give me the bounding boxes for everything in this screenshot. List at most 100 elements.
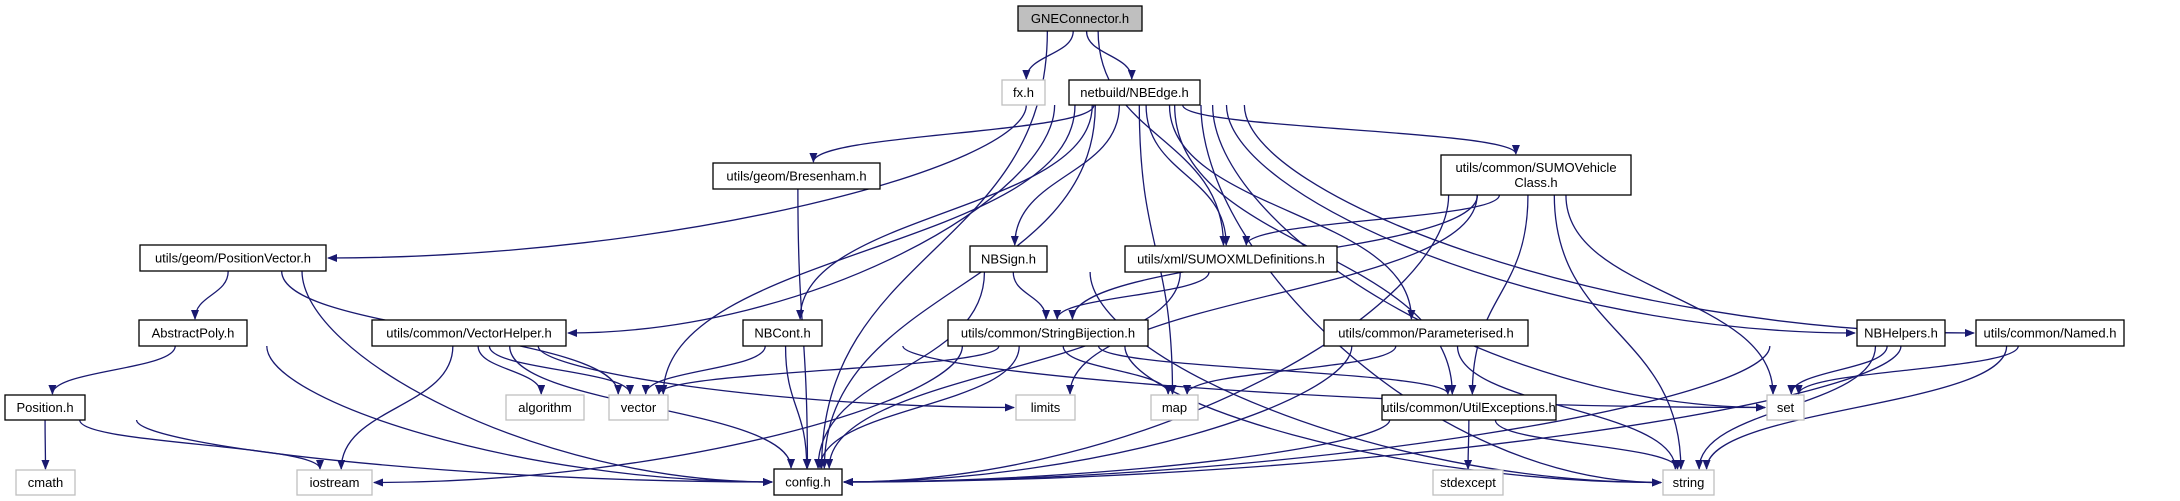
edge-Position-to-iostream bbox=[79, 419, 324, 470]
edge-AbstractPoly-to-Position bbox=[48, 345, 176, 395]
edge-NBSign-to-StringBijection bbox=[1012, 271, 1051, 320]
edge-NBEdge-to-SUMOVehicleClass bbox=[1182, 104, 1520, 155]
node-box bbox=[712, 162, 881, 190]
edge-StringBijection-to-string bbox=[1124, 345, 1662, 487]
node-AbstractPoly[interactable]: AbstractPoly.h bbox=[138, 319, 248, 347]
node-GNEConnector[interactable]: GNEConnector.h bbox=[1017, 5, 1143, 32]
edge-Named-to-string bbox=[1702, 345, 2008, 470]
node-label: vector bbox=[621, 400, 657, 415]
node-NBSign[interactable]: NBSign.h bbox=[969, 245, 1048, 273]
node-box bbox=[1017, 5, 1143, 32]
node-box bbox=[1432, 469, 1504, 496]
node-label: string bbox=[1673, 475, 1705, 490]
edge-UtilExceptions-to-string bbox=[1494, 419, 1682, 470]
node-stdexcept: stdexcept bbox=[1432, 469, 1504, 496]
node-label: NBHelpers.h bbox=[1864, 326, 1938, 341]
node-label: Class.h bbox=[1514, 175, 1557, 190]
node-UtilExceptions[interactable]: utils/common/UtilExceptions.h bbox=[1381, 394, 1557, 421]
node-box bbox=[371, 319, 567, 347]
node-label: config.h bbox=[785, 475, 831, 490]
node-config[interactable]: config.h bbox=[773, 468, 843, 496]
edge-VectorHelper-to-algorithm bbox=[477, 345, 546, 395]
edge-GNEConnector-to-config bbox=[817, 30, 1049, 469]
edge-UtilExceptions-to-stdexcept bbox=[1464, 419, 1473, 470]
node-Bresenham[interactable]: utils/geom/Bresenham.h bbox=[712, 162, 881, 190]
node-box bbox=[1440, 154, 1632, 196]
edge-NBCont-to-config bbox=[784, 345, 811, 469]
edge-AbstractPoly-to-config bbox=[266, 345, 773, 486]
node-box bbox=[773, 468, 843, 496]
node-box bbox=[138, 319, 248, 347]
node-set: set bbox=[1766, 394, 1805, 421]
node-box bbox=[1381, 394, 1557, 421]
edge-SUMOVehicleClass-to-UtilExceptions bbox=[1468, 194, 1529, 395]
node-algorithm: algorithm bbox=[505, 394, 585, 421]
node-box bbox=[4, 394, 86, 421]
node-limits: limits bbox=[1015, 394, 1076, 421]
node-NBCont[interactable]: NBCont.h bbox=[742, 319, 823, 347]
node-VectorHelper[interactable]: utils/common/VectorHelper.h bbox=[371, 319, 567, 347]
node-Position[interactable]: Position.h bbox=[4, 394, 86, 421]
node-box bbox=[139, 244, 327, 272]
node-Parameterised[interactable]: utils/common/Parameterised.h bbox=[1323, 319, 1529, 347]
node-Named[interactable]: utils/common/Named.h bbox=[1975, 319, 2125, 347]
node-label: fx.h bbox=[1013, 85, 1034, 100]
edge-SUMOVehicleClass-to-SUMOXMLDefinitions bbox=[1242, 194, 1501, 246]
node-box bbox=[1856, 319, 1946, 347]
node-box bbox=[296, 469, 373, 496]
edge-NBEdge-to-set bbox=[1211, 104, 1766, 412]
edge-PositionVector-to-config bbox=[301, 270, 773, 486]
node-label: stdexcept bbox=[1440, 475, 1496, 490]
edge-NBEdge-to-SUMOXMLDefinitions bbox=[1145, 104, 1231, 246]
edge-NBSign-to-config bbox=[814, 271, 986, 469]
node-SUMOXMLDefinitions[interactable]: utils/xml/SUMOXMLDefinitions.h bbox=[1124, 245, 1338, 273]
node-fx: fx.h bbox=[1001, 79, 1046, 106]
edge-GNEConnector-to-SUMOXMLDefinitions bbox=[1097, 30, 1228, 246]
node-box bbox=[1662, 469, 1715, 496]
edge-NBCont-to-set bbox=[902, 345, 1766, 412]
edge-NBEdge-to-vector bbox=[659, 104, 1076, 395]
node-label: AbstractPoly.h bbox=[152, 326, 235, 341]
node-NBEdge[interactable]: netbuild/NBEdge.h bbox=[1068, 79, 1201, 106]
edge-GNEConnector-to-NBEdge bbox=[1085, 30, 1136, 80]
node-box bbox=[1975, 319, 2125, 347]
edge-SUMOVehicleClass-to-set bbox=[1565, 194, 1778, 395]
edge-VectorHelper-to-limits bbox=[537, 345, 1015, 412]
node-box bbox=[969, 245, 1048, 273]
edge-NBEdge-to-NBHelpers bbox=[1225, 104, 1856, 337]
node-PositionVector[interactable]: utils/geom/PositionVector.h bbox=[139, 244, 327, 272]
node-map: map bbox=[1150, 394, 1199, 421]
node-label: set bbox=[1777, 400, 1795, 415]
edge-NBCont-to-vector bbox=[641, 345, 766, 395]
node-StringBijection[interactable]: utils/common/StringBijection.h bbox=[947, 319, 1149, 347]
node-label: utils/common/Named.h bbox=[1984, 326, 2117, 341]
edge-NBHelpers-to-config bbox=[843, 345, 1771, 486]
edge-SUMOVehicleClass-to-config bbox=[843, 194, 1450, 486]
node-label: utils/common/StringBijection.h bbox=[961, 326, 1135, 341]
node-label: utils/common/VectorHelper.h bbox=[386, 326, 551, 341]
edge-Named-to-set bbox=[1794, 345, 2019, 395]
edge-NBEdge-to-NBSign bbox=[1010, 104, 1121, 246]
node-label: utils/geom/Bresenham.h bbox=[726, 169, 866, 184]
node-NBHelpers[interactable]: NBHelpers.h bbox=[1856, 319, 1946, 347]
edge-NBEdge-to-NBCont bbox=[796, 104, 1093, 320]
edge-NBEdge-to-PositionVector bbox=[327, 104, 1027, 262]
node-box bbox=[742, 319, 823, 347]
edge-Parameterised-to-config bbox=[843, 345, 1353, 486]
node-label: limits bbox=[1031, 400, 1061, 415]
node-label: utils/geom/PositionVector.h bbox=[155, 251, 311, 266]
node-label: netbuild/NBEdge.h bbox=[1080, 85, 1188, 100]
edge-Parameterised-to-map bbox=[1183, 345, 1397, 395]
node-label: utils/common/UtilExceptions.h bbox=[1382, 400, 1555, 415]
edge-Parameterised-to-string bbox=[1456, 345, 1680, 470]
node-label: Position.h bbox=[16, 400, 73, 415]
edge-NBEdge-to-string bbox=[1200, 104, 1662, 487]
edge-Named-to-config bbox=[843, 345, 1902, 486]
edge-StringBijection-to-config bbox=[816, 345, 1020, 469]
edge-StringBijection-to-iostream bbox=[373, 345, 964, 487]
edge-SUMOVehicleClass-to-limits bbox=[1066, 194, 1478, 395]
node-box bbox=[1766, 394, 1805, 421]
edge-SUMOXMLDefinitions-to-StringBijection bbox=[1053, 271, 1210, 320]
